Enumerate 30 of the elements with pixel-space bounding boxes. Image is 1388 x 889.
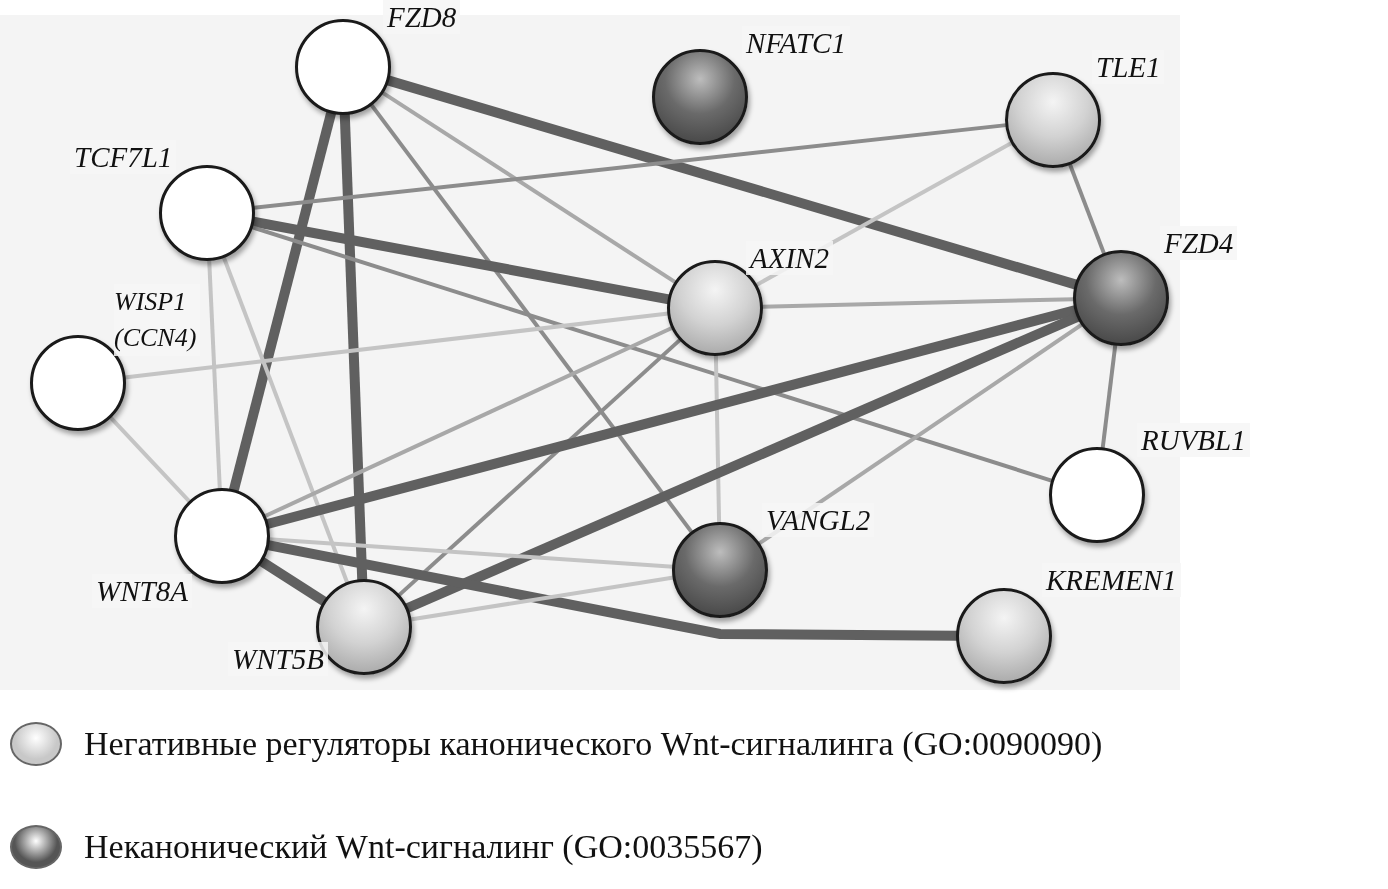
interaction-line: [1100, 344, 1118, 449]
interaction-line: [339, 113, 368, 581]
legend-text: Негативные регуляторы канонического Wnt-сигналинга (GO:0090090): [84, 725, 1103, 763]
interaction-line: [252, 216, 670, 305]
interaction-line: [761, 297, 1075, 309]
interaction-line: [386, 75, 1078, 290]
interaction-line: [1067, 163, 1107, 255]
interaction-line: [258, 557, 328, 606]
interaction-line: [397, 338, 682, 597]
interaction-line: [207, 259, 222, 490]
interaction-line: [267, 540, 958, 641]
gene-label: RUVBL1: [1137, 423, 1250, 457]
interaction-line: [221, 256, 350, 584]
gene-label: AXIN2: [746, 241, 833, 275]
interaction-line: [253, 123, 1007, 210]
interaction-line: [369, 103, 694, 534]
interaction-line: [251, 225, 1053, 483]
gene-label: FZD4: [1160, 226, 1238, 260]
interaction-line: [263, 325, 674, 519]
interaction-line: [381, 90, 677, 285]
legend-text: Неканонический Wnt-сигналинг (GO:0035567): [84, 828, 763, 866]
interaction-line: [410, 575, 674, 622]
interaction-line: [268, 537, 674, 569]
interaction-line: [405, 312, 1080, 613]
interaction-line: [108, 415, 192, 504]
gene-label: KREMEN1: [1042, 563, 1181, 597]
interaction-line: [124, 311, 669, 380]
interaction-line: [713, 354, 722, 524]
interaction-line: [228, 111, 337, 492]
interaction-line: [266, 305, 1077, 529]
